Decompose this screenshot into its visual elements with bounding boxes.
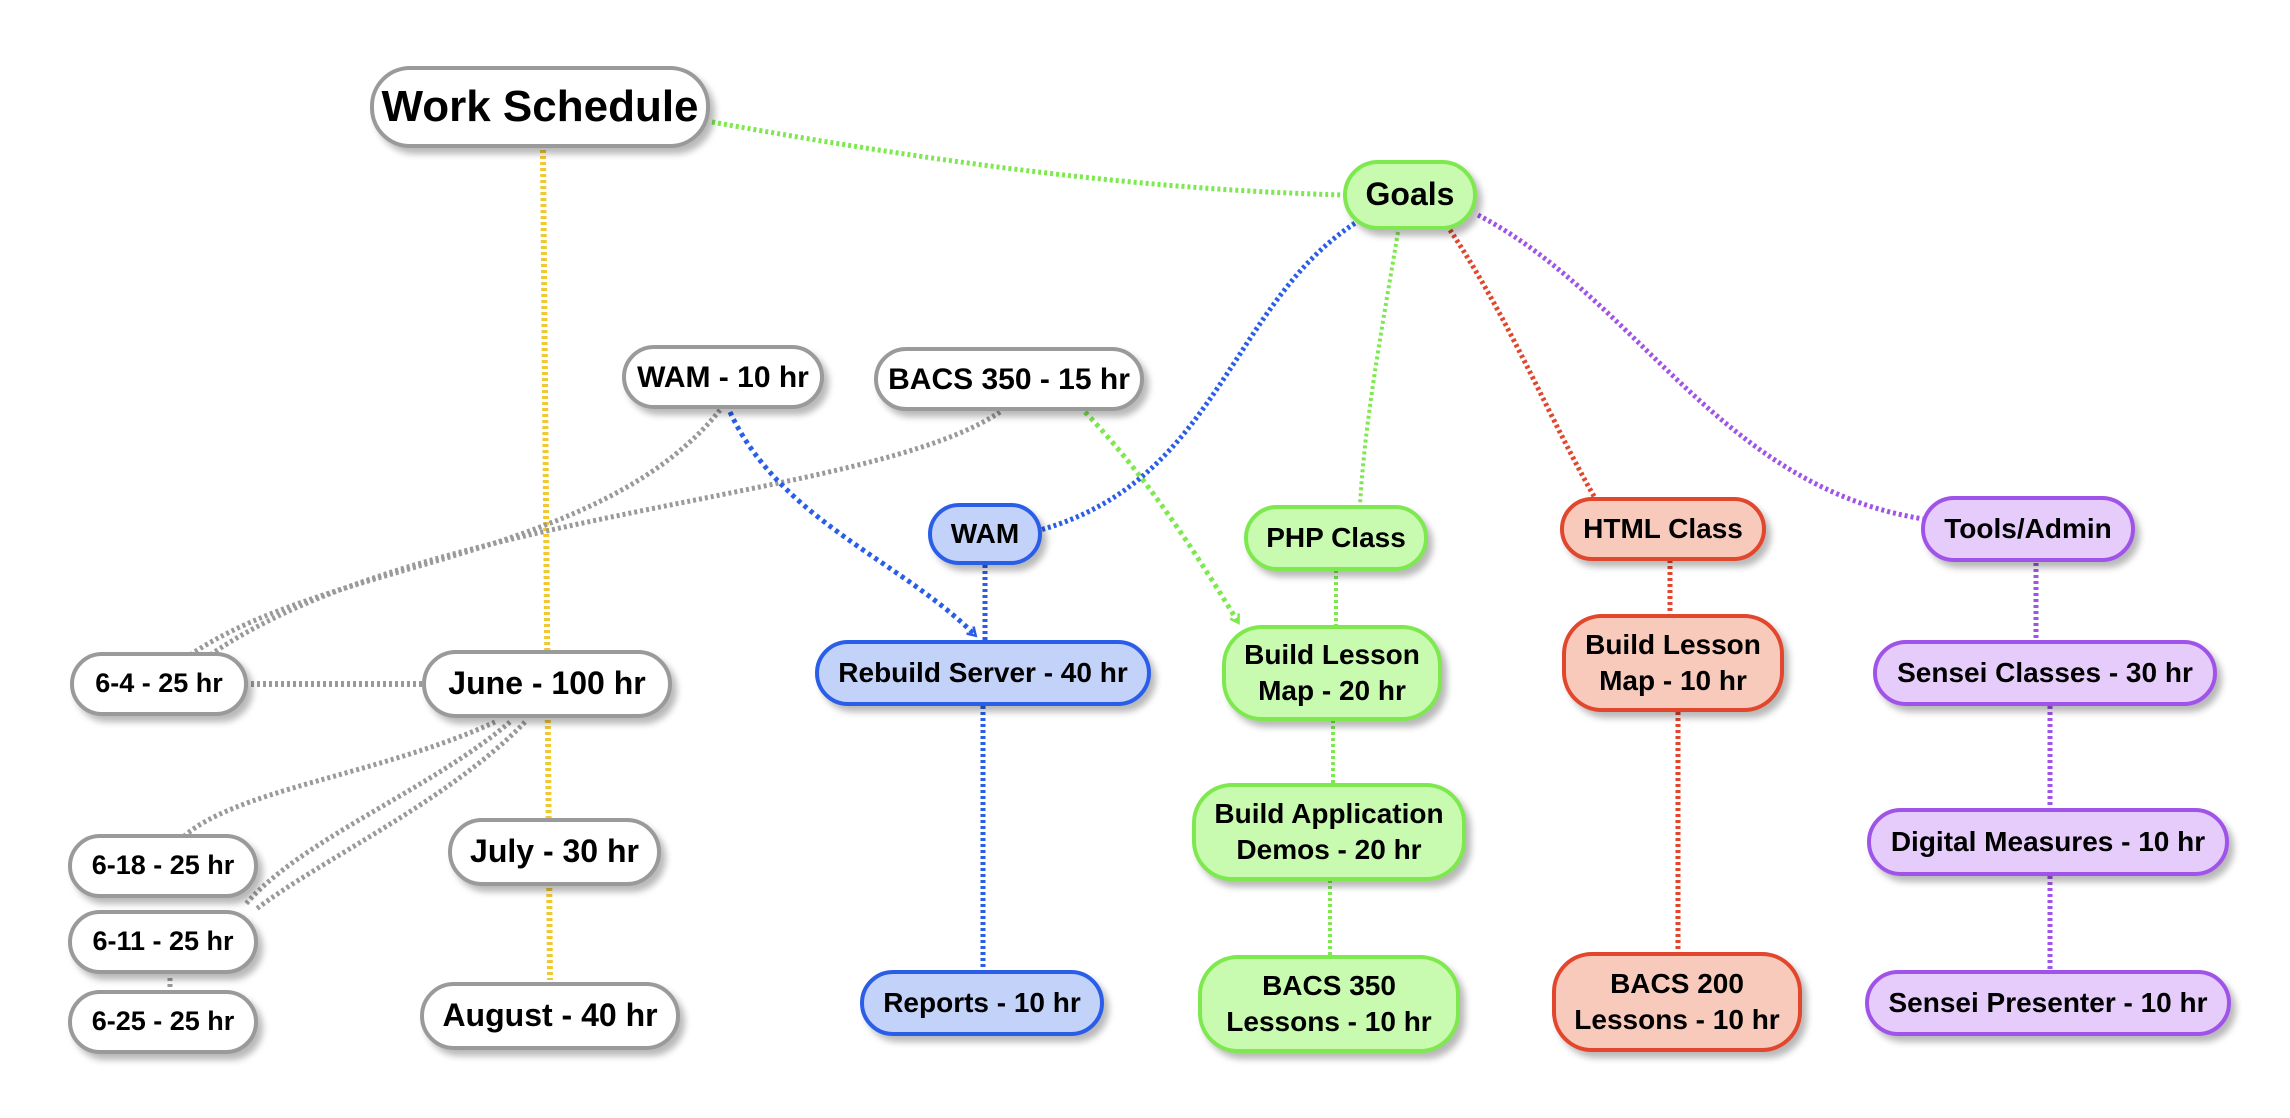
node-php-class[interactable]: PHP Class [1244, 505, 1428, 571]
edge-june-6-18 [178, 719, 497, 842]
node-label: Sensei Presenter - 10 hr [1888, 986, 2208, 1018]
node-reports[interactable]: Reports - 10 hr [860, 970, 1104, 1036]
node-build-application-demos[interactable]: Build Application Demos - 20 hr [1192, 783, 1466, 881]
node-label-line-1: BACS 350 [1262, 969, 1396, 1001]
node-label-line-2: Lessons - 10 hr [1226, 1006, 1432, 1037]
edge-wam10-6-4 [188, 408, 722, 658]
edge-bacs350-6-4 [208, 409, 1002, 658]
node-6-4[interactable]: 6-4 - 25 hr [70, 652, 248, 716]
node-label: 6-11 - 25 hr [92, 926, 234, 957]
node-label: Rebuild Server - 40 hr [838, 656, 1128, 688]
edge-goals-wam [1039, 217, 1362, 533]
edge-work-schedule-goals [711, 119, 1346, 198]
node-bacs350-15[interactable]: BACS 350 - 15 hr [874, 347, 1144, 411]
node-july[interactable]: July - 30 hr [448, 818, 661, 886]
node-build-lesson-map-10[interactable]: Build Lesson Map - 10 hr [1562, 614, 1784, 712]
node-label-line-2: Map - 10 hr [1599, 665, 1747, 696]
node-label: August - 40 hr [442, 997, 658, 1034]
node-bacs350-lessons[interactable]: BACS 350 Lessons - 10 hr [1198, 955, 1460, 1053]
node-label: PHP Class [1266, 521, 1406, 553]
edge-goals-tools [1476, 212, 1931, 523]
node-label: 6-4 - 25 hr [95, 668, 223, 699]
node-goals[interactable]: Goals [1343, 160, 1477, 230]
edge-goals-html [1447, 228, 1598, 500]
node-label: WAM - 10 hr [637, 360, 809, 394]
node-sensei-presenter[interactable]: Sensei Presenter - 10 hr [1865, 970, 2231, 1036]
node-6-11[interactable]: 6-11 - 25 hr [68, 910, 258, 974]
node-label-line-1: Build Application [1214, 797, 1444, 829]
node-label: June - 100 hr [448, 665, 646, 702]
node-label-line-2: Demos - 20 hr [1236, 834, 1422, 865]
node-label: July - 30 hr [470, 833, 639, 870]
node-digital-measures[interactable]: Digital Measures - 10 hr [1867, 808, 2229, 876]
node-bacs200-lessons[interactable]: BACS 200 Lessons - 10 hr [1552, 952, 1802, 1052]
node-6-25[interactable]: 6-25 - 25 hr [68, 990, 258, 1054]
edge-june-6-11b [253, 720, 527, 912]
node-tools-admin[interactable]: Tools/Admin [1921, 496, 2135, 562]
node-label: 6-18 - 25 hr [91, 850, 235, 881]
node-label-line-2: Map - 20 hr [1258, 675, 1406, 706]
node-work-schedule[interactable]: Work Schedule [370, 66, 710, 148]
node-label: Digital Measures - 10 hr [1890, 825, 2206, 857]
edge-goals-php [1358, 231, 1400, 506]
node-label-line-1: BACS 200 [1610, 967, 1744, 999]
node-html-class[interactable]: HTML Class [1560, 497, 1766, 561]
node-label: Reports - 10 hr [883, 986, 1081, 1018]
node-august[interactable]: August - 40 hr [420, 982, 680, 1050]
node-wam[interactable]: WAM [928, 503, 1042, 565]
node-label-line-1: Build Lesson [1244, 638, 1420, 670]
node-rebuild-server[interactable]: Rebuild Server - 40 hr [815, 640, 1151, 706]
node-label-line-1: Build Lesson [1585, 628, 1761, 660]
node-label: 6-25 - 25 hr [91, 1006, 235, 1037]
node-build-lesson-map-20[interactable]: Build Lesson Map - 20 hr [1222, 625, 1442, 721]
node-label-line-2: Lessons - 10 hr [1574, 1004, 1780, 1035]
edge-june-6-11 [243, 720, 512, 907]
edge-wam10-rebuild [727, 410, 975, 635]
node-label: Work Schedule [381, 82, 699, 132]
node-label: Sensei Classes - 30 hr [1897, 656, 2193, 688]
node-label: WAM [950, 517, 1020, 549]
node-label: Goals [1365, 176, 1455, 213]
node-6-18[interactable]: 6-18 - 25 hr [68, 834, 258, 898]
node-label: BACS 350 - 15 hr [888, 362, 1130, 396]
node-wam-10[interactable]: WAM - 10 hr [622, 345, 824, 409]
node-june[interactable]: June - 100 hr [422, 650, 672, 718]
node-sensei-classes[interactable]: Sensei Classes - 30 hr [1873, 640, 2217, 706]
node-label: HTML Class [1583, 512, 1743, 544]
edge-bacs350-lesson-map [1083, 410, 1241, 622]
node-label: Tools/Admin [1944, 512, 2112, 544]
